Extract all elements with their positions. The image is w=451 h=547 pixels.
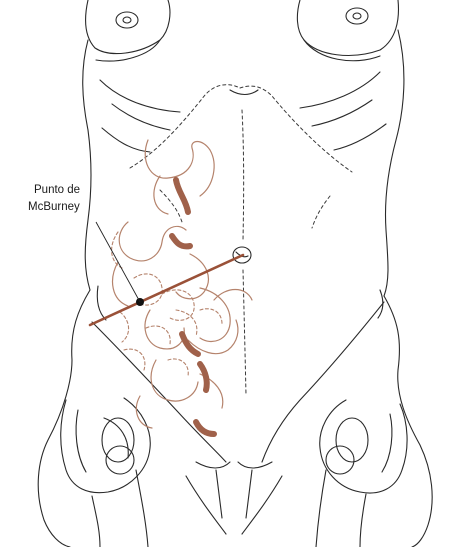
torso-outline <box>38 0 432 547</box>
nipple-left <box>116 12 138 28</box>
label-line-1: Punto de <box>34 184 80 196</box>
mcburney-label: Punto de McBurney <box>28 184 80 213</box>
inguinal-lines <box>92 286 384 462</box>
linea-alba <box>242 110 246 395</box>
mcburney-line <box>90 255 243 325</box>
label-line-2: McBurney <box>28 201 80 213</box>
pelvis <box>61 398 407 547</box>
label-leader-line <box>96 222 140 302</box>
costal-margin <box>130 85 352 228</box>
nipple-right <box>346 8 368 24</box>
small-bowel-dashed <box>112 232 222 376</box>
appendices <box>172 180 214 434</box>
